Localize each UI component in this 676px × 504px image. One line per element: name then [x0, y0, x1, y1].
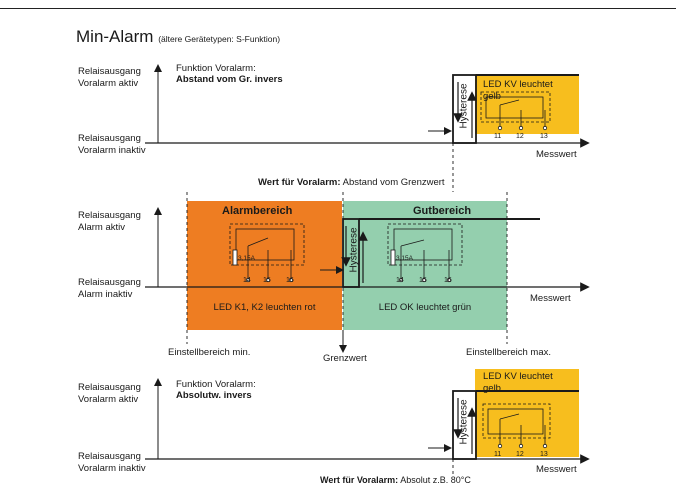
led-zone-3 — [475, 369, 579, 457]
panel1-relay — [480, 91, 551, 131]
panel3-footer-bold: Wert für Voralarm: — [320, 475, 399, 485]
panel2-range-lines — [186, 192, 508, 344]
limit-label: Grenzwert — [323, 353, 367, 364]
panel1-footer: Wert für Voralarm: Abstand vom Grenzwert — [258, 177, 445, 189]
good-zone-title: Gutbereich — [413, 205, 472, 217]
panel2-hysterese-text: Hysterese — [348, 227, 360, 273]
panel1-terminal-11: 11 — [494, 133, 502, 140]
panel3-hysterese-text: Hysterese — [458, 399, 470, 445]
page-title: Min-Alarm (ältere Gerätetypen: S-Funktio… — [76, 27, 280, 47]
panel3-y-top-label: Relaisausgang Voralarm aktiv — [78, 382, 141, 405]
panel3-terminal-13: 13 — [540, 451, 548, 458]
panel3-y-bottom-label: Relaisausgang Voralarm inaktiv — [78, 451, 146, 474]
panel2-relay-alarm — [229, 223, 305, 283]
panel2-fuse-alarm: 3,15A — [238, 255, 255, 262]
panel3-led-label: LED KV leuchtet gelb — [483, 371, 553, 394]
panel1-hysterese-text: Hysterese — [458, 83, 470, 129]
panel2-alarm-terminal-14: 14 — [243, 277, 251, 284]
panel1-terminal-13: 13 — [540, 133, 548, 140]
panel3-terminal-11: 11 — [494, 451, 502, 458]
panel3-x-label: Messwert — [536, 464, 577, 475]
led-ok-label: LED OK leuchtet grün — [378, 302, 472, 313]
panel3-axes — [145, 378, 590, 464]
panel3-relay — [482, 403, 551, 449]
panel2-y-top-label: Relaisausgang Alarm aktiv — [78, 210, 141, 233]
panel1-y-top-label: Relaisausgang Voralarm aktiv — [78, 66, 141, 89]
panel2-ok-terminal-16: 16 — [444, 277, 452, 284]
panel1-function-label: Funktion Voralarm: — [176, 63, 256, 74]
panel2-x-label: Messwert — [530, 293, 571, 304]
panel2-axes — [145, 207, 590, 292]
panel2-fuse-ok: 3,15A — [396, 255, 413, 262]
panel1-footer-bold: Wert für Voralarm: — [258, 177, 341, 188]
panel2-y-bottom-label: Relaisausgang Alarm inaktiv — [78, 277, 141, 300]
panel3-curve — [428, 390, 579, 460]
top-rule — [0, 8, 676, 9]
panel3-terminal-12: 12 — [516, 451, 524, 458]
panel2-ok-terminal-14: 14 — [396, 277, 404, 284]
panel1-function-value: Abstand vom Gr. invers — [176, 74, 283, 85]
panel1-terminal-12: 12 — [516, 133, 524, 140]
panel2-relay-ok — [387, 223, 463, 283]
panel2-alarm-terminal-15: 15 — [263, 277, 271, 284]
panel2-alarm-terminal-16: 16 — [286, 277, 294, 284]
led-zone-1 — [475, 74, 579, 134]
panel1-curve — [428, 74, 579, 144]
range-min-label: Einstellbereich min. — [168, 347, 251, 358]
panel1-x-label: Messwert — [536, 149, 577, 160]
panel3-function-label: Funktion Voralarm: — [176, 379, 256, 390]
panel1-footer-text: Abstand vom Grenzwert — [342, 177, 445, 188]
alarm-zone-title: Alarmbereich — [222, 205, 293, 217]
panel3-footer: Wert für Voralarm: Absolut z.B. 80°C — [320, 474, 471, 486]
panel1-axes — [145, 64, 590, 148]
title-subtitle: (ältere Gerätetypen: S-Funktion) — [158, 34, 281, 44]
panel3-function-value: Absolutw. invers — [176, 390, 252, 401]
panel1-y-bottom-label: Relaisausgang Voralarm inaktiv — [78, 133, 146, 156]
good-zone — [343, 201, 507, 330]
panel2-ok-terminal-15: 15 — [419, 277, 427, 284]
led-alarm-label: LED K1, K2 leuchten rot — [213, 302, 316, 313]
range-max-label: Einstellbereich max. — [466, 347, 552, 358]
panel3-footer-text: Absolut z.B. 80°C — [400, 475, 471, 485]
alarm-zone — [187, 201, 342, 330]
title-text: Min-Alarm — [76, 27, 154, 46]
panel1-led-label: LED KV leuchtet gelb — [483, 79, 553, 102]
